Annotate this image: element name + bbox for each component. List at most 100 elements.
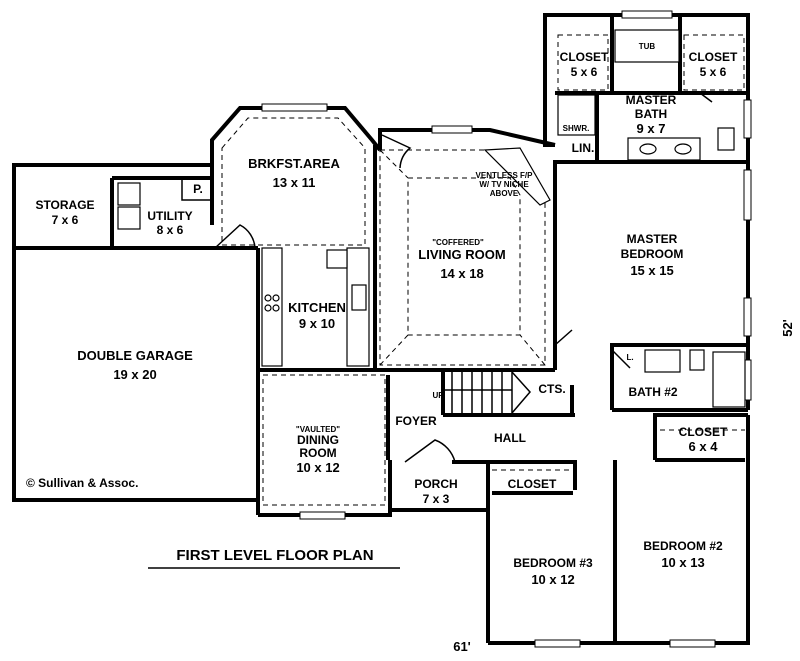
bath2-vanity <box>644 349 681 373</box>
tub-label: TUB <box>639 42 656 51</box>
door-utility-garage <box>214 224 256 249</box>
hall-name: HALL <box>494 431 526 445</box>
coffered-ceiling-inner <box>407 177 521 336</box>
windows <box>261 10 752 648</box>
bath2-tub <box>712 351 746 408</box>
closet-right-name: CLOSET <box>689 50 738 64</box>
door-master-bath <box>699 92 713 103</box>
storage-name: STORAGE <box>35 198 94 212</box>
window-bed2-bottom <box>669 639 716 648</box>
utility-size: 8 x 6 <box>157 223 184 237</box>
master-bed-name1: MASTER <box>627 232 678 246</box>
fireplace <box>483 147 551 206</box>
breakfast-ceiling <box>221 117 366 246</box>
cts-name: CTS. <box>538 382 565 396</box>
kitchen-sink <box>351 284 367 311</box>
living-size: 14 x 18 <box>440 266 483 281</box>
linen2-label: L. <box>626 353 633 362</box>
stove-burner <box>264 294 272 302</box>
master-bath-name2: BATH <box>635 107 667 121</box>
closet-bed2-size: 6 x 4 <box>689 439 719 454</box>
window-living-top <box>431 125 473 134</box>
bed3-exterior <box>488 460 577 490</box>
washer <box>117 182 141 206</box>
garage-exterior-wall <box>12 163 258 502</box>
closet-right-size: 5 x 6 <box>700 65 727 79</box>
door-master <box>554 329 573 346</box>
bath2-toilet <box>689 349 705 371</box>
door-front-entry <box>404 439 456 463</box>
closet-right-dash <box>683 34 745 91</box>
stair-treads <box>443 371 531 414</box>
closet-left-dash <box>557 34 609 91</box>
door-living-entry <box>381 134 412 169</box>
dining-size: 10 x 12 <box>296 460 339 475</box>
shower-stall <box>557 94 596 136</box>
kitchen-island <box>326 249 348 269</box>
dining-name1: DINING <box>297 433 339 447</box>
fireplace-line1: VENTLESS F/P <box>476 171 534 180</box>
window-breakfast-top <box>261 103 328 112</box>
overall-depth: 52' <box>780 319 795 337</box>
door-bath2 <box>611 349 631 369</box>
toilet-master <box>717 127 735 151</box>
vaulted-ceiling <box>262 374 386 506</box>
dryer <box>117 206 141 230</box>
utility-name: UTILITY <box>147 209 192 223</box>
bath2-walls <box>610 343 748 410</box>
dashed-lines <box>221 34 745 506</box>
stair-winder <box>511 371 531 414</box>
coffer-corner-tl <box>379 149 409 179</box>
stair-up: UP <box>432 391 444 400</box>
closet-bed3-name: CLOSET <box>508 477 557 491</box>
sink-master-2 <box>674 143 692 155</box>
dining-note: "VAULTED" <box>296 425 340 434</box>
coffer-corner-bl <box>379 334 409 366</box>
copyright: © Sullivan & Assoc. <box>26 476 138 490</box>
window-dining-bottom <box>299 511 346 520</box>
dining-name2: ROOM <box>299 446 336 460</box>
bed2-size: 10 x 13 <box>661 555 704 570</box>
brkfst-name: BRKFST.AREA <box>248 156 340 171</box>
window-master-right1 <box>743 169 752 221</box>
living-note: "COFFERED" <box>432 238 484 247</box>
sink-master-1 <box>639 143 657 155</box>
bed2-name: BEDROOM #2 <box>643 539 723 553</box>
master-bath-name1: MASTER <box>626 93 677 107</box>
closet-left-name: CLOSET <box>560 50 609 64</box>
stove-burner <box>272 304 280 312</box>
shower-label: SHWR. <box>563 124 590 133</box>
brkfst-size: 13 x 11 <box>273 175 316 190</box>
living-name: LIVING ROOM <box>418 247 505 262</box>
fixtures <box>117 29 746 414</box>
garage-size: 19 x 20 <box>113 367 156 382</box>
stove-burner <box>272 294 280 302</box>
doors <box>214 92 713 463</box>
closet-bed2-walls <box>653 413 748 460</box>
fireplace-line3: ABOVE <box>490 189 519 198</box>
coffered-ceiling-outer <box>379 149 546 366</box>
garage-name: DOUBLE GARAGE <box>77 348 193 363</box>
bed3-name: BEDROOM #3 <box>513 556 593 570</box>
bed3-size: 10 x 12 <box>531 572 574 587</box>
stove-burner <box>264 304 272 312</box>
fireplace-line2: W/ TV NICHE <box>479 180 529 189</box>
kitchen-counter-left <box>261 247 283 367</box>
plan-title: FIRST LEVEL FLOOR PLAN <box>176 547 373 564</box>
coffer-corner-br <box>519 334 546 366</box>
kitchen-size: 9 x 10 <box>299 316 335 331</box>
closet-bed2-name: CLOSET <box>679 425 728 439</box>
window-master-right2 <box>743 297 752 337</box>
porch-size: 7 x 3 <box>423 492 450 506</box>
storage-size: 7 x 6 <box>52 213 79 227</box>
master-bed-name2: BEDROOM <box>621 247 684 261</box>
master-bed-size: 15 x 15 <box>630 263 673 278</box>
kitchen-name: KITCHEN <box>288 300 346 315</box>
pantry-name: P. <box>193 182 203 196</box>
labels: STORAGE 7 x 6 UTILITY 8 x 6 P. BRKFST.AR… <box>35 42 738 587</box>
window-mbath-right <box>743 99 752 139</box>
bath2-name: BATH #2 <box>628 385 677 399</box>
master-suite-exterior <box>543 13 750 410</box>
window-bed3-bottom <box>534 639 581 648</box>
